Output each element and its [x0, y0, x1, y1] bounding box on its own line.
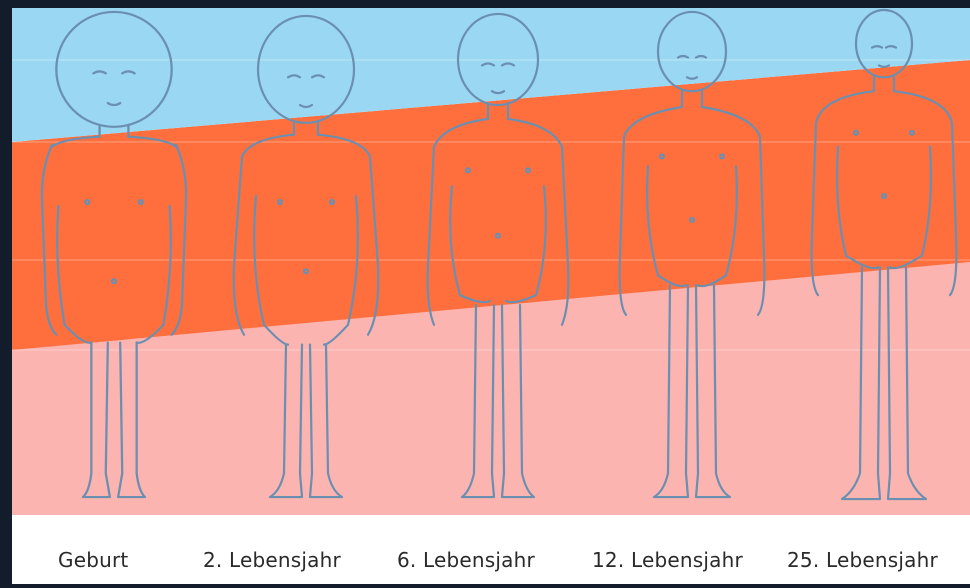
label-25-lebensjahr: 25. Lebensjahr [787, 548, 938, 572]
label-6-lebensjahr: 6. Lebensjahr [397, 548, 535, 572]
label-2-lebensjahr: 2. Lebensjahr [203, 548, 341, 572]
label-geburt: Geburt [58, 548, 128, 572]
label-12-lebensjahr: 12. Lebensjahr [592, 548, 743, 572]
